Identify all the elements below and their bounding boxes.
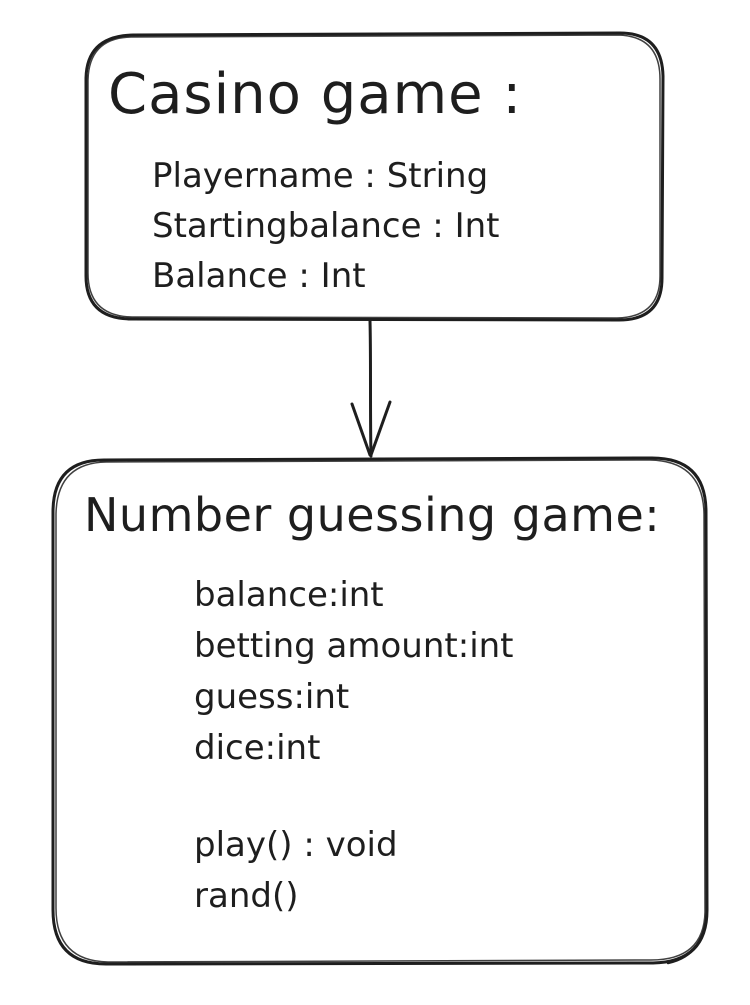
attribute-playername: Playername : String <box>152 156 489 196</box>
connector-arrow <box>350 319 392 458</box>
arrow-head-left <box>350 402 372 457</box>
casino-game-box <box>84 31 665 322</box>
attribute-startingbalance: Startingbalance : Int <box>152 206 500 246</box>
number-guessing-game-attributes: balance:int betting amount:int guess:int… <box>194 570 514 774</box>
casino-game-title: Casino game : <box>108 62 523 127</box>
arrow-head-right <box>369 400 392 457</box>
number-guessing-game-box <box>51 456 709 966</box>
number-guessing-game-title: Number guessing game: <box>84 488 661 542</box>
attribute-balance: balance:int <box>194 575 384 615</box>
attribute-dice: dice:int <box>194 728 321 768</box>
method-play: play() : void <box>194 825 398 865</box>
arrow-shaft <box>368 319 373 458</box>
attribute-guess: guess:int <box>194 677 350 717</box>
number-guessing-game-methods: play() : void rand() <box>194 820 398 922</box>
method-rand: rand() <box>194 876 299 916</box>
attribute-balance: Balance : Int <box>152 256 366 296</box>
attribute-betting-amount: betting amount:int <box>194 626 514 666</box>
casino-game-attributes: Playername : String Startingbalance : In… <box>152 151 499 301</box>
